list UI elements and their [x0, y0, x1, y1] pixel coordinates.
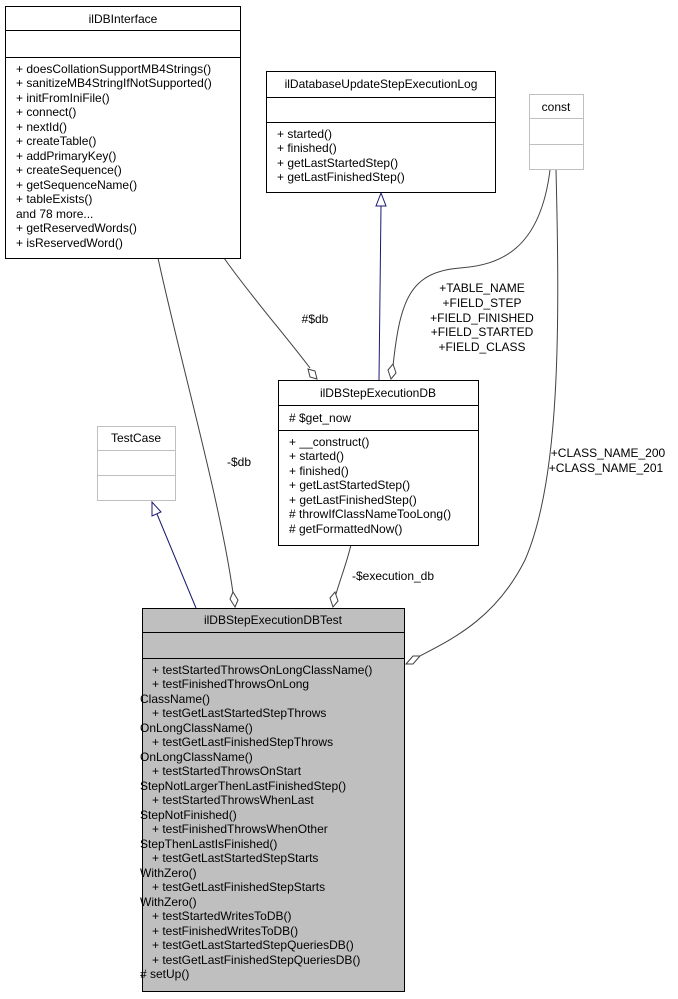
class-member: StepNotFinished()	[140, 808, 237, 822]
edge-const-to-step-exec	[392, 169, 551, 367]
edge-const-to-test	[417, 169, 559, 658]
class-box	[97, 426, 176, 501]
class-member: # setUp()	[140, 967, 189, 981]
class-TestCase[interactable]: TestCase	[97, 426, 176, 501]
class-member: WithZero()	[140, 866, 197, 880]
class-name: ilDBInterface	[89, 12, 158, 26]
class-member: + testGetLastStartedStepStarts	[152, 851, 318, 865]
class-member: + testFinishedThrowsOnLong	[152, 677, 309, 691]
class-member: + isReservedWord()	[16, 236, 123, 250]
class-ilDBStepExecutionDBTest[interactable]: ilDBStepExecutionDBTest + testStartedThr…	[140, 608, 405, 992]
aggregation-diamond	[307, 368, 318, 380]
edge-label-line: +CLASS_NAME_201	[549, 461, 664, 475]
class-member: + testGetLastFinishedStepStarts	[152, 880, 325, 894]
edge-label-line: +FIELD_FINISHED	[430, 311, 534, 325]
class-box	[142, 608, 405, 992]
class-member: + finished()	[289, 464, 349, 478]
class-member: + nextId()	[16, 120, 67, 134]
class-member: + testStartedThrowsOnLongClassName()	[152, 663, 372, 677]
class-member: # throwIfClassNameTooLong()	[289, 507, 451, 521]
class-member: + started()	[289, 449, 344, 463]
class-const[interactable]: const	[529, 94, 584, 170]
class-member: + getReservedWords()	[16, 221, 137, 235]
edge-label-line: -$execution_db	[352, 569, 434, 583]
class-member: + initFromIniFile()	[16, 91, 110, 105]
edge-label-step-exec-to-test: -$execution_db	[352, 569, 434, 583]
class-name: const	[542, 100, 571, 114]
class-member: + __construct()	[289, 435, 369, 449]
class-member: + getLastStartedStep()	[289, 478, 410, 492]
aggregation-diamond	[387, 362, 397, 381]
class-member: + testFinishedThrowsWhenOther	[152, 822, 328, 836]
class-ilDatabaseUpdateStepExecutionLog[interactable]: ilDatabaseUpdateStepExecutionLog + start…	[266, 71, 496, 193]
edges: #$db +TABLE_NAME +FIELD_STEP +FIELD_FINI…	[151, 169, 666, 665]
aggregation-diamond	[329, 590, 339, 609]
edge-label-const-to-step-exec: +TABLE_NAME +FIELD_STEP +FIELD_FINISHED …	[430, 281, 534, 354]
edge-db-to-test	[157, 257, 234, 594]
class-member: OnLongClassName()	[140, 750, 253, 764]
class-name: ilDBStepExecutionDBTest	[204, 613, 343, 627]
class-member: + tableExists()	[16, 192, 92, 206]
edge-label-line: +TABLE_NAME	[439, 281, 524, 295]
class-member: + doesCollationSupportMB4Strings()	[16, 62, 211, 76]
class-member: + getLastFinishedStep()	[289, 493, 417, 507]
class-member: StepThenLastIsFinished()	[140, 837, 277, 851]
class-member: + createTable()	[16, 134, 96, 148]
edge-db-to-step-exec	[223, 257, 311, 369]
edge-label-line: +FIELD_STARTED	[431, 325, 534, 339]
class-member: WithZero()	[140, 895, 197, 909]
class-member: + started()	[277, 127, 332, 141]
inheritance-arrow	[151, 500, 162, 517]
class-member: + finished()	[277, 141, 337, 155]
class-member: + testGetLastStartedStepQueriesDB()	[152, 938, 354, 952]
class-box	[5, 6, 241, 259]
inheritance-arrow	[375, 191, 387, 207]
class-member: + testGetLastStartedStepThrows	[152, 706, 326, 720]
class-member: + sanitizeMB4StringIfNotSupported()	[16, 76, 212, 90]
edge-label-line: +CLASS_NAME_200	[551, 446, 666, 460]
class-member: + connect()	[16, 105, 76, 119]
edge-label-db-to-test: -$db	[227, 455, 251, 469]
edge-label-line: +FIELD_STEP	[442, 296, 521, 310]
class-member: # $get_now	[289, 411, 351, 425]
class-member: and 78 more...	[16, 207, 93, 221]
class-member: + getLastFinishedStep()	[277, 170, 405, 184]
class-member: + testFinishedWritesToDB()	[152, 924, 298, 938]
class-member: + createSequence()	[16, 163, 122, 177]
class-member: + testStartedThrowsWhenLast	[152, 793, 314, 807]
edge-label-const-to-test: +CLASS_NAME_200 +CLASS_NAME_201	[549, 446, 666, 475]
edge-label-line: +FIELD_CLASS	[438, 340, 525, 354]
class-member: + addPrimaryKey()	[16, 149, 116, 163]
edge-step-exec-to-test	[335, 544, 352, 595]
class-member: OnLongClassName()	[140, 721, 253, 735]
class-member: StepNotLargerThenLastFinishedStep()	[140, 779, 346, 793]
edge-label-line: #$db	[302, 312, 329, 326]
class-member: + getSequenceName()	[16, 178, 137, 192]
aggregation-diamond	[404, 655, 422, 665]
edge-label-db-to-step-exec: #$db	[302, 312, 329, 326]
class-name: ilDBStepExecutionDB	[320, 386, 436, 400]
edge-label-line: -$db	[227, 455, 251, 469]
class-name: TestCase	[111, 431, 161, 445]
edge-inherit-log	[378, 205, 382, 381]
class-member: # getFormattedNow()	[289, 522, 402, 536]
class-member: + testStartedWritesToDB()	[152, 909, 292, 923]
class-member: + testStartedThrowsOnStart	[152, 764, 302, 778]
class-name: ilDatabaseUpdateStepExecutionLog	[285, 77, 478, 91]
class-member: + getLastStartedStep()	[277, 156, 398, 170]
class-box	[266, 71, 496, 193]
class-member: + testGetLastFinishedStepQueriesDB()	[152, 953, 360, 967]
class-box	[278, 380, 479, 546]
edge-inherit-testcase	[156, 513, 197, 609]
aggregation-diamond	[229, 590, 239, 609]
class-box	[529, 94, 584, 170]
class-member: ClassName()	[140, 692, 210, 706]
class-ilDBStepExecutionDB[interactable]: ilDBStepExecutionDB # $get_now + __const…	[278, 380, 479, 546]
class-ilDBInterface[interactable]: ilDBInterface + doesCollationSupportMB4S…	[5, 6, 241, 259]
class-member: + testGetLastFinishedStepThrows	[152, 735, 333, 749]
